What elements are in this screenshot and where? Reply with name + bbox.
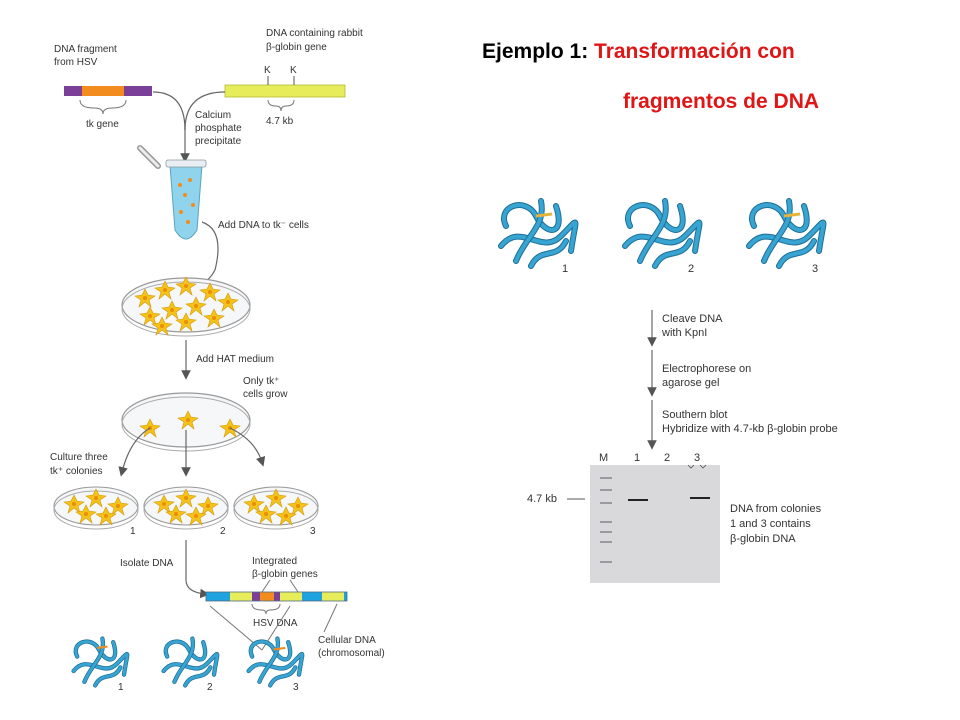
kb-marker-label: 4.7 kb [527,493,557,505]
cleave-line1: Cleave DNA [662,313,723,325]
kpni-site-2: K [290,65,297,76]
colony-dish-3 [233,486,319,530]
tangle-right-number-1: 1 [562,263,568,275]
add-dna-label: Add DNA to tk⁻ cells [218,220,309,231]
lane-label-1: 1 [634,452,640,464]
dna-tangle-left-2 [164,639,218,686]
tangle-right-number-2: 2 [688,263,694,275]
southern-gel [590,464,720,583]
dish-number-1: 1 [130,526,136,537]
title-highlight: Transformación con [594,40,795,63]
dna-tangle-right-1 [501,201,575,266]
integrated-line2: β-globin genes [252,569,318,580]
southern-line1: Southern blot [662,409,727,421]
rabbit-label-line2: β-globin gene [266,42,327,53]
hsv-label-line2: from HSV [54,57,98,68]
only-tk-line1: Only tk⁺ [243,376,279,387]
tangle-left-number-1: 1 [118,682,124,693]
calcium-line1: Calcium [195,110,231,121]
isolate-dna-label: Isolate DNA [120,558,174,569]
result-line1: DNA from colonies [730,503,822,515]
hsv-label-line1: DNA fragment [54,44,117,55]
dna-tangle-left-3 [249,639,303,686]
dna-tangle-right-2 [625,201,699,266]
lane-label-2: 2 [664,452,670,464]
tangle-left-number-3: 3 [293,682,299,693]
result-line3: β-globin DNA [730,533,796,545]
rabbit-label-line1: DNA containing rabbit [266,28,363,39]
colony-dish-1 [53,486,139,530]
dish-number-2: 2 [220,526,226,537]
calcium-line3: precipitate [195,136,242,147]
dna-tangle-left-1 [74,639,128,686]
southern-line2: Hybridize with 4.7-kb β-globin probe [662,423,838,435]
result-line2: 1 and 3 contains [730,518,811,530]
culture-line2: tk⁺ colonies [50,466,103,477]
petri-dish-transfected [121,276,251,337]
dna-tangle-right-3 [749,201,823,266]
lane-label-m: M [599,452,608,464]
add-hat-label: Add HAT medium [196,354,274,365]
integrated-chromosome [205,591,348,602]
cellular-dna-line2: (chromosomal) [318,648,385,659]
title-prefix: Ejemplo 1: [482,40,595,63]
hsv-dna-label: HSV DNA [253,618,298,629]
electrophorese-line2: agarose gel [662,377,720,389]
cellular-dna-line1: Cellular DNA [318,635,376,646]
tk-gene-label: tk gene [86,119,119,130]
kpni-site-1: K [264,65,271,76]
slide-title-line1: Ejemplo 1: Transformación con [482,40,795,64]
kb-label: 4.7 kb [266,116,294,127]
tangle-left-number-2: 2 [207,682,213,693]
slide-title-line2: fragmentos de DNA [623,90,820,113]
integrated-line1: Integrated [252,556,297,567]
dish-number-3: 3 [310,526,316,537]
cleave-line2: with KpnI [661,327,707,339]
hsv-fragment [64,86,152,96]
only-tk-line2: cells grow [243,389,288,400]
culture-line1: Culture three [50,452,108,463]
lane-label-3: 3 [694,452,700,464]
test-tube [137,145,207,240]
electrophorese-line1: Electrophorese on [662,363,751,375]
tangle-right-number-3: 3 [812,263,818,275]
calcium-line2: phosphate [195,123,242,134]
colony-dish-2 [143,486,229,530]
rabbit-dna-bar [224,84,346,98]
